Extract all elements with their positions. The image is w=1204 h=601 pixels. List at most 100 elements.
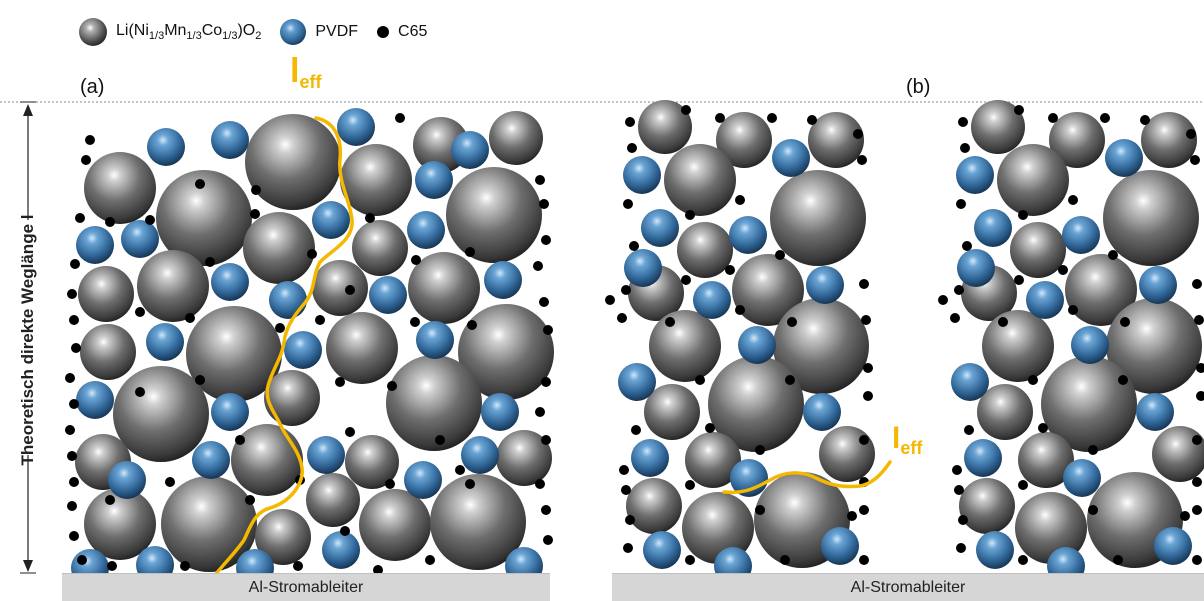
nmc-particle — [161, 476, 257, 572]
pvdf-particle — [1062, 216, 1100, 254]
c65-particle — [1100, 113, 1110, 123]
pvdf-particle — [976, 531, 1014, 569]
c65-particle — [135, 387, 145, 397]
c65-particle — [861, 315, 871, 325]
pvdf-particle — [956, 156, 994, 194]
c65-particle — [1058, 265, 1068, 275]
panel-a-label: (a) — [80, 76, 105, 98]
legend: Li(Ni1/3Mn1/3Co1/3)O2 PVDF C65 — [78, 14, 445, 50]
c65-particle — [627, 143, 637, 153]
nmc-particle — [84, 488, 156, 560]
c65-particle — [1180, 511, 1190, 521]
c65-particle — [69, 315, 79, 325]
nmc-particle — [386, 355, 482, 451]
c65-particle — [65, 373, 75, 383]
pvdf-particle — [369, 276, 407, 314]
c65-particle — [195, 179, 205, 189]
c65-particle — [1192, 435, 1202, 445]
c65-particle — [998, 317, 1008, 327]
c65-particle — [859, 435, 869, 445]
c65-particle — [857, 155, 867, 165]
c65-particle — [365, 213, 375, 223]
pvdf-particle — [641, 209, 679, 247]
c65-particle — [847, 511, 857, 521]
c65-particle — [1190, 155, 1200, 165]
c65-particle — [1038, 423, 1048, 433]
nmc-particle — [644, 384, 700, 440]
pvdf-particle — [211, 121, 249, 159]
effective-path-b — [722, 460, 892, 495]
c65-particle — [605, 295, 615, 305]
nmc-particle — [682, 492, 754, 564]
nmc-particle — [716, 112, 772, 168]
nmc-particle — [677, 222, 733, 278]
c65-particle — [952, 465, 962, 475]
pvdf-particle — [307, 436, 345, 474]
c65-particle — [180, 561, 190, 571]
c65-particle — [1048, 113, 1058, 123]
c65-particle — [807, 115, 817, 125]
current-collector-a: Al-Stromableiter — [62, 573, 550, 601]
nmc-particle — [245, 114, 341, 210]
thickness-axis-label: Theoretisch direkte Weglänge l — [18, 214, 37, 466]
nmc-particle — [408, 252, 480, 324]
pvdf-particle — [821, 527, 859, 565]
nmc-particle — [1065, 254, 1137, 326]
c65-particle — [1018, 480, 1028, 490]
c65-particle — [954, 485, 964, 495]
c65-particle — [859, 555, 869, 565]
effective-path-label-a: leff — [290, 52, 322, 92]
nmc-particle — [649, 310, 721, 382]
c65-particle — [780, 555, 790, 565]
nmc-particle — [113, 366, 209, 462]
c65-particle — [345, 427, 355, 437]
nmc-particle — [1018, 432, 1074, 488]
c65-particle — [695, 375, 705, 385]
c65-particle — [621, 285, 631, 295]
nmc-particle — [1010, 222, 1066, 278]
pvdf-particle — [146, 323, 184, 361]
pvdf-particle — [481, 393, 519, 431]
c65-particle — [625, 117, 635, 127]
c65-particle — [1018, 555, 1028, 565]
c65-particle — [185, 313, 195, 323]
c65-particle — [958, 515, 968, 525]
pvdf-particle — [618, 363, 656, 401]
panel-b-right-particles — [938, 100, 1204, 585]
c65-particle — [411, 255, 421, 265]
nmc-particle — [255, 509, 311, 565]
c65-particle — [938, 295, 948, 305]
c65-particle — [954, 285, 964, 295]
pvdf-particle — [284, 331, 322, 369]
nmc-particle — [496, 430, 552, 486]
nmc-particle — [1141, 112, 1197, 168]
c65-particle — [623, 199, 633, 209]
c65-particle — [1196, 363, 1204, 373]
nmc-particle — [708, 356, 804, 452]
c65-particle — [853, 129, 863, 139]
c65-particle — [145, 215, 155, 225]
c65-particle — [541, 377, 551, 387]
c65-particle — [69, 477, 79, 487]
nmc-particle — [80, 324, 136, 380]
c65-particle-icon — [377, 26, 390, 38]
nmc-particle — [971, 100, 1025, 154]
nmc-particle — [345, 435, 399, 489]
c65-particle — [1192, 279, 1202, 289]
c65-particle — [250, 209, 260, 219]
pvdf-particle — [1071, 326, 1109, 364]
pvdf-particle — [121, 220, 159, 258]
nmc-particle — [458, 304, 554, 400]
c65-particle — [787, 317, 797, 327]
pvdf-particle — [624, 249, 662, 287]
c65-particle — [195, 375, 205, 385]
c65-particle — [69, 399, 79, 409]
c65-particle — [950, 313, 960, 323]
c65-particle — [75, 213, 85, 223]
pvdf-particle — [451, 131, 489, 169]
legend-pvdf-label: PVDF — [315, 23, 359, 40]
pvdf-particle — [643, 531, 681, 569]
c65-particle — [1192, 477, 1202, 487]
pvdf-particle — [76, 226, 114, 264]
